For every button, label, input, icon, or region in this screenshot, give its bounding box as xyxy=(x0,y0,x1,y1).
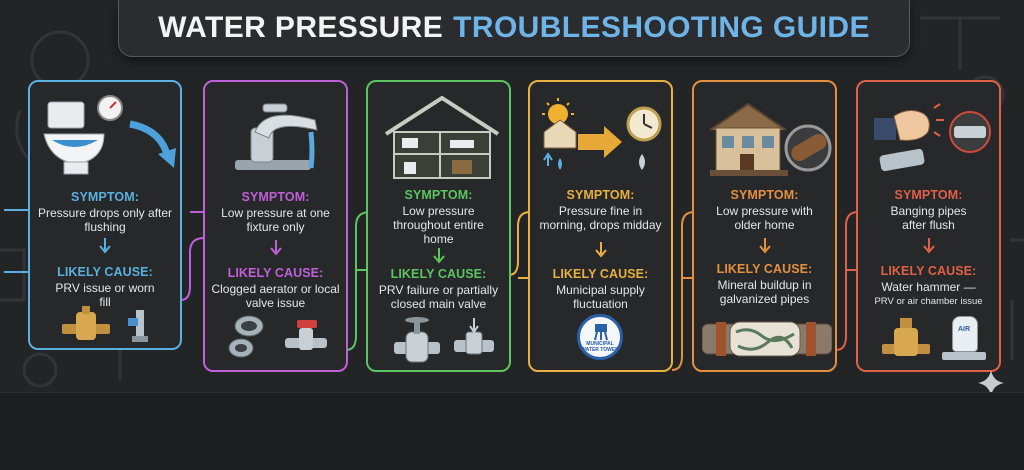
prv-valve-icon xyxy=(882,318,930,356)
faucet-icon xyxy=(235,103,318,170)
title-part-1: WATER PRESSURE xyxy=(158,11,444,44)
water-tower-badge-text: MUNICIPAL WATER TOWER xyxy=(581,341,619,353)
clock-icon xyxy=(626,106,662,142)
pipe-elbow-icon xyxy=(949,111,991,153)
symptom-text: Low pressure throughout entire home xyxy=(393,204,484,246)
bottom-band xyxy=(0,392,1024,470)
cause-text: Clogged aerator or local valve issue xyxy=(211,282,340,310)
cause-text: Mineral buildup in galvanized pipes xyxy=(717,278,812,306)
old-house-icon xyxy=(709,102,832,176)
symptom-text: Banging pipes after flush xyxy=(890,204,967,232)
cause-subtext: PRV or air chamber issue xyxy=(874,296,983,307)
card-banging-pipes: SYMPTOM: Banging pipes after flush LIKEL… xyxy=(856,80,1001,372)
gate-valve-icon xyxy=(394,317,494,363)
cause-text: Municipal supply fluctuation xyxy=(556,283,645,311)
cause-label: LIKELY CAUSE: xyxy=(227,266,324,280)
symptom-label: SYMPTOM: xyxy=(894,188,963,202)
card-older-home: SYMPTOM: Low pressure with older home LI… xyxy=(692,80,837,372)
shutoff-valve-icon xyxy=(285,320,327,350)
down-arrow-icon xyxy=(922,238,935,254)
symptom-text: Low pressure at one fixture only xyxy=(221,206,330,234)
toilet-icon xyxy=(43,95,176,175)
corroded-pipe-icon xyxy=(702,321,832,357)
symptom-label: SYMPTOM: xyxy=(404,188,473,202)
down-arrow-icon xyxy=(432,248,445,264)
down-arrow-icon xyxy=(99,238,111,254)
symptom-text: Pressure fine in morning, drops midday xyxy=(539,204,662,232)
cause-label: LIKELY CAUSE: xyxy=(390,267,487,281)
page-title: WATER PRESSURE TROUBLESHOOTING GUIDE xyxy=(158,11,870,45)
main-valve-icon xyxy=(454,318,494,355)
symptom-label: SYMPTOM: xyxy=(566,188,635,202)
down-arrow-icon xyxy=(594,242,607,258)
fist-knock-icon xyxy=(874,103,991,172)
symptom-text: Pressure drops only after flushing xyxy=(37,206,173,234)
cause-label: LIKELY CAUSE: xyxy=(880,264,977,278)
cause-text: PRV failure or partially closed main val… xyxy=(378,283,499,311)
cause-label: LIKELY CAUSE: xyxy=(716,262,813,276)
symptom-label: SYMPTOM: xyxy=(241,190,310,204)
water-tower-badge-icon: MUNICIPAL WATER TOWER xyxy=(577,314,623,360)
down-arrow-icon xyxy=(269,240,282,256)
prv-valve-icon xyxy=(62,306,148,342)
card-single-fixture: SYMPTOM: Low pressure at one fixture onl… xyxy=(203,80,348,372)
symptom-label: SYMPTOM: xyxy=(730,188,799,202)
air-chamber-label: AIR xyxy=(957,326,971,333)
water-drop-icon xyxy=(639,154,645,170)
cause-label: LIKELY CAUSE: xyxy=(552,267,649,281)
symptom-label: SYMPTOM: xyxy=(71,190,139,204)
card-flush-pressure-drop: SYMPTOM: Pressure drops only after flush… xyxy=(28,80,182,350)
sun-house-icon xyxy=(542,98,662,170)
down-arrow-icon xyxy=(758,238,771,254)
cause-text: Water hammer — xyxy=(881,280,976,294)
cause-text: PRV issue or worn fill xyxy=(55,281,155,309)
pipe-cross-section-icon xyxy=(784,124,832,172)
title-banner: WATER PRESSURE TROUBLESHOOTING GUIDE xyxy=(118,0,910,57)
infographic-canvas: WATER PRESSURE TROUBLESHOOTING GUIDE xyxy=(0,0,1024,396)
house-cutaway-icon xyxy=(384,95,500,179)
pressure-gauge-icon xyxy=(97,95,123,121)
card-midday-drop: SYMPTOM: Pressure fine in morning, drops… xyxy=(528,80,673,372)
aerator-icon xyxy=(228,315,327,358)
air-chamber-icon: AIR xyxy=(942,316,986,364)
sparkle-icon xyxy=(978,370,1004,396)
cause-label: LIKELY CAUSE: xyxy=(57,265,153,279)
symptom-text: Low pressure with older home xyxy=(716,204,813,232)
card-whole-home: SYMPTOM: Low pressure throughout entire … xyxy=(366,80,511,372)
fill-valve-icon xyxy=(128,310,148,342)
title-part-2: TROUBLESHOOTING GUIDE xyxy=(453,11,870,44)
